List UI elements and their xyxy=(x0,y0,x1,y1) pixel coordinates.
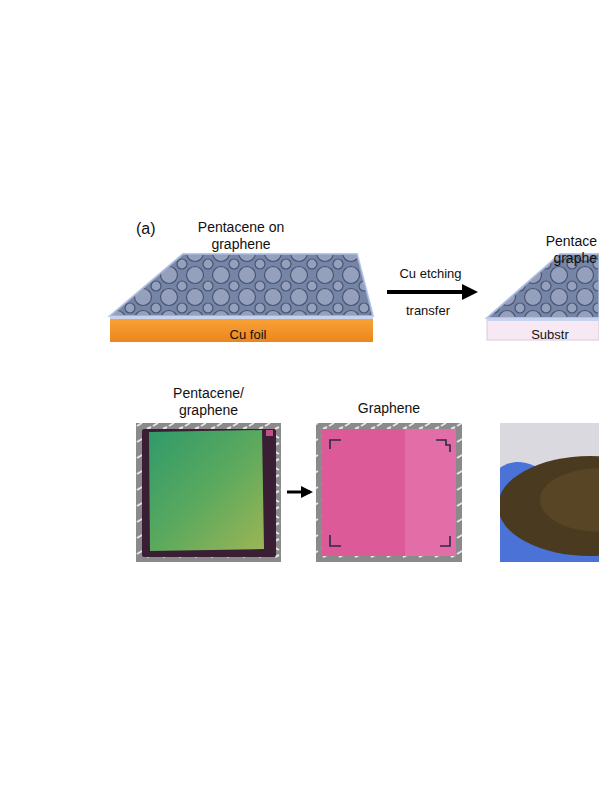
photo-heading: Graphene xyxy=(329,400,449,417)
process-arrow xyxy=(287,491,310,494)
photo-heading: Pentacene/ graphene xyxy=(163,385,254,419)
photo-panel: Graphene xyxy=(316,383,462,563)
layer-heading: Pentacene on graphene xyxy=(181,219,301,253)
step-note: transfer xyxy=(406,302,450,319)
slab-illustration: Pentace grapheSubstr xyxy=(484,213,599,347)
panel-letter: (a) xyxy=(136,220,156,237)
process-arrow xyxy=(387,290,474,294)
layer-name: Substr xyxy=(524,326,576,343)
step-label: Cu etching xyxy=(399,265,461,282)
layer-name: Cu foil xyxy=(205,326,291,343)
photo-panel: Pentacene/ graphene xyxy=(136,383,281,563)
layer-heading: Pentace graphe xyxy=(527,233,597,267)
